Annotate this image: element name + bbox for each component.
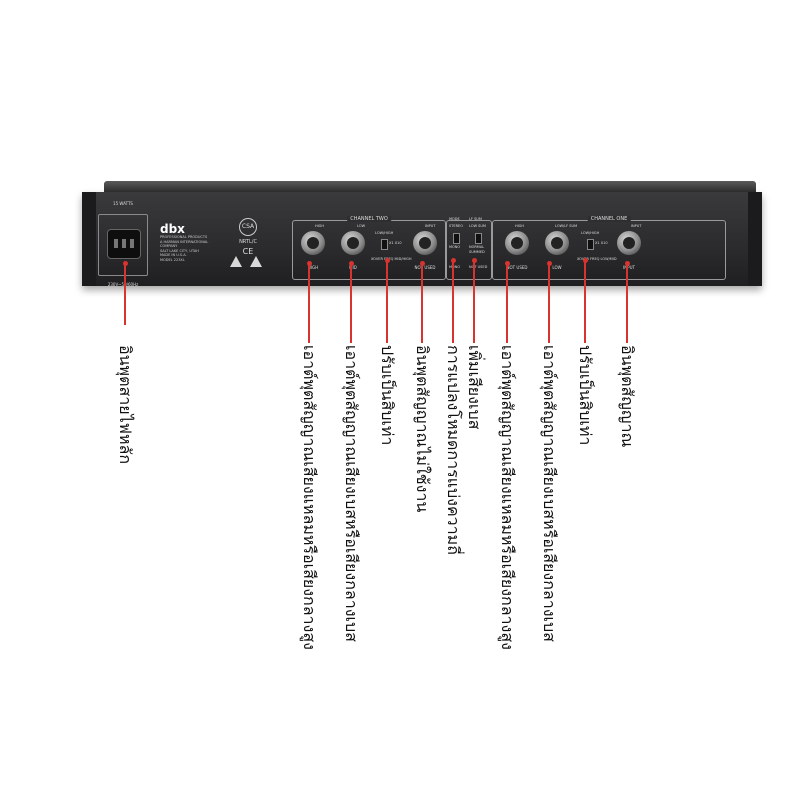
mode-mono-option: MONO [449, 245, 461, 249]
brand-line: MADE IN U.S.A. [160, 253, 187, 257]
rack-ear-left [82, 192, 96, 286]
channel-two-mid-output-jack[interactable] [341, 231, 365, 255]
callout-label-ch1-low: เอาต์พุตสัญญาณเสียงเบสหรือเสียงกลางเบส [540, 345, 559, 642]
lf-not-used-label: NOT USED [469, 265, 488, 269]
channel-two-freq-label: XOVER FREQ MID/HIGH [371, 257, 412, 261]
channel-two-panel: CHANNEL TWO HIGH LOW LOW/HIGH X1 X10 XOV… [292, 216, 446, 280]
callout-label-ch2-input: อินพุตสัญญาณไม่ใช้งาน [413, 345, 432, 513]
channel-one-input-jack[interactable] [617, 231, 641, 255]
lf-sum-title: LF SUM [469, 217, 482, 221]
leader-line-ch2-input [421, 263, 423, 343]
channel-two-title: CHANNEL TWO [347, 216, 391, 222]
channel-two-range-switch[interactable] [381, 239, 388, 250]
channel-two-range-values: X1 X10 [389, 241, 402, 245]
brand-line: PROFESSIONAL PRODUCTS [160, 235, 208, 239]
leader-line-power [124, 263, 126, 325]
rack-top-edge [104, 181, 756, 193]
power-pin-icon [114, 239, 118, 248]
power-watts-label: 15 WATTS [113, 201, 133, 206]
csa-logo-icon: CSA [239, 218, 257, 236]
leader-line-ch1-low [548, 263, 550, 343]
callout-label-ch1-range: ปรับเป็นสิบเท่า [576, 345, 595, 446]
callout-label-ch2-high: เอาต์พุตสัญญาณเสียงแหลมหรือเสียงกลางสูง [300, 345, 319, 650]
callout-label-power: อินพุตสายไฟหลัก [116, 345, 135, 465]
channel-one-title: CHANNEL ONE [587, 216, 631, 222]
channel-two-range-switch-label: LOW/HIGH [375, 231, 394, 235]
power-socket-icon [107, 229, 141, 259]
cert-label: NRTL/C [239, 239, 257, 245]
channel-two-low-label: LOW [357, 224, 366, 228]
power-inlet-panel: 15 WATTS 230V~50/60Hz [98, 201, 148, 287]
brand-line: COMPANY [160, 244, 178, 248]
power-pin-icon [130, 239, 134, 248]
leader-line-ch2-range [386, 260, 388, 343]
channel-one-low-label: LOW/LF SUM [555, 224, 578, 228]
leader-line-ch1-input [626, 263, 628, 343]
channel-one-low-jack-label: LOW [552, 265, 562, 270]
channel-one-low-output-jack[interactable] [545, 231, 569, 255]
channel-one-high-output-jack[interactable] [505, 231, 529, 255]
callout-label-ch1-input: อินพุตสัญญาณ [618, 345, 637, 448]
channel-one-range-switch[interactable] [587, 239, 594, 250]
leader-line-mode [452, 260, 454, 343]
mode-switch[interactable] [453, 233, 460, 244]
leader-line-lfsum [473, 260, 475, 343]
channel-two-input-label: INPUT [425, 224, 436, 228]
brand-line: MODEL 223XL [160, 257, 185, 262]
channel-two-high-jack-label: HIGH [307, 265, 319, 270]
power-voltage-label: 230V~50/60Hz [107, 282, 139, 287]
lf-sum-switch[interactable] [475, 233, 482, 244]
leader-line-ch2-high [308, 263, 310, 343]
channel-two-high-label: HIGH [315, 224, 325, 228]
callout-label-lfsum: เพิ่มเสียงเบส [465, 345, 484, 430]
mode-mono-label: MONO [449, 265, 461, 269]
channel-two-high-output-jack[interactable] [301, 231, 325, 255]
channel-one-range-values: X1 X10 [595, 241, 608, 245]
brand-line: A HARMAN INTERNATIONAL [160, 239, 209, 244]
brand-line: SALT LAKE CITY, UTAH [160, 248, 199, 253]
callout-label-ch1-high: เอาต์พุตสัญญาณเสียงแหลมหรือเสียงกลางสูง [498, 345, 517, 650]
channel-one-not-used-label: NOT USED [506, 265, 528, 270]
channel-one-range-switch-label: LOW/HIGH [581, 231, 600, 235]
channel-one-input-label: INPUT [631, 224, 642, 228]
warning-triangle-icon [250, 256, 262, 267]
certification-block: CSA NRTL/C CE [232, 218, 264, 256]
channel-two-input-jack[interactable] [413, 231, 437, 255]
callout-label-ch2-range: ปรับเป็นสิบเท่า [378, 345, 397, 446]
leader-line-ch1-range [584, 260, 586, 343]
lf-normal-option: NORMAL [469, 245, 485, 249]
leader-line-ch1-high [506, 263, 508, 343]
callout-label-mode: การแปลงโหมดการแบ่งความถี่ [444, 345, 463, 555]
channel-two-mid-jack-label: MID [349, 265, 357, 270]
mode-stereo-label: STEREO [449, 224, 463, 228]
rack-ear-right [748, 192, 762, 286]
mode-title: MODE [449, 217, 460, 221]
channel-one-high-label: HIGH [515, 224, 525, 228]
brand-logo: dbx [160, 222, 185, 236]
leader-line-ch2-mid [350, 263, 352, 343]
channel-one-panel: CHANNEL ONE HIGH LOW/LF SUM LOW/HIGH X1 … [492, 216, 726, 280]
mode-lfsum-panel: MODE LF SUM STEREO LOW SUM MONO NORMAL S… [446, 217, 492, 280]
lf-low-sum-label: LOW SUM [469, 224, 486, 228]
warning-triangle-icon [230, 256, 242, 267]
crossover-rear-panel: 15 WATTS 230V~50/60Hz dbx PROFESSIONAL P… [82, 192, 762, 287]
lf-summed-option: SUMMED [469, 250, 485, 254]
channel-two-not-used-label: NOT USED [414, 265, 436, 270]
channel-one-freq-label: XOVER FREQ LOW/MID [577, 257, 617, 261]
channel-one-input-jack-label: INPUT [623, 265, 635, 270]
power-pin-icon [122, 239, 126, 248]
callout-label-ch2-mid: เอาต์พุตสัญญาณเสียงเบสหรือเสียงกลางเบส [342, 345, 361, 642]
ce-mark: CE [242, 247, 254, 256]
brand-info: PROFESSIONAL PRODUCTS A HARMAN INTERNATI… [160, 235, 220, 262]
